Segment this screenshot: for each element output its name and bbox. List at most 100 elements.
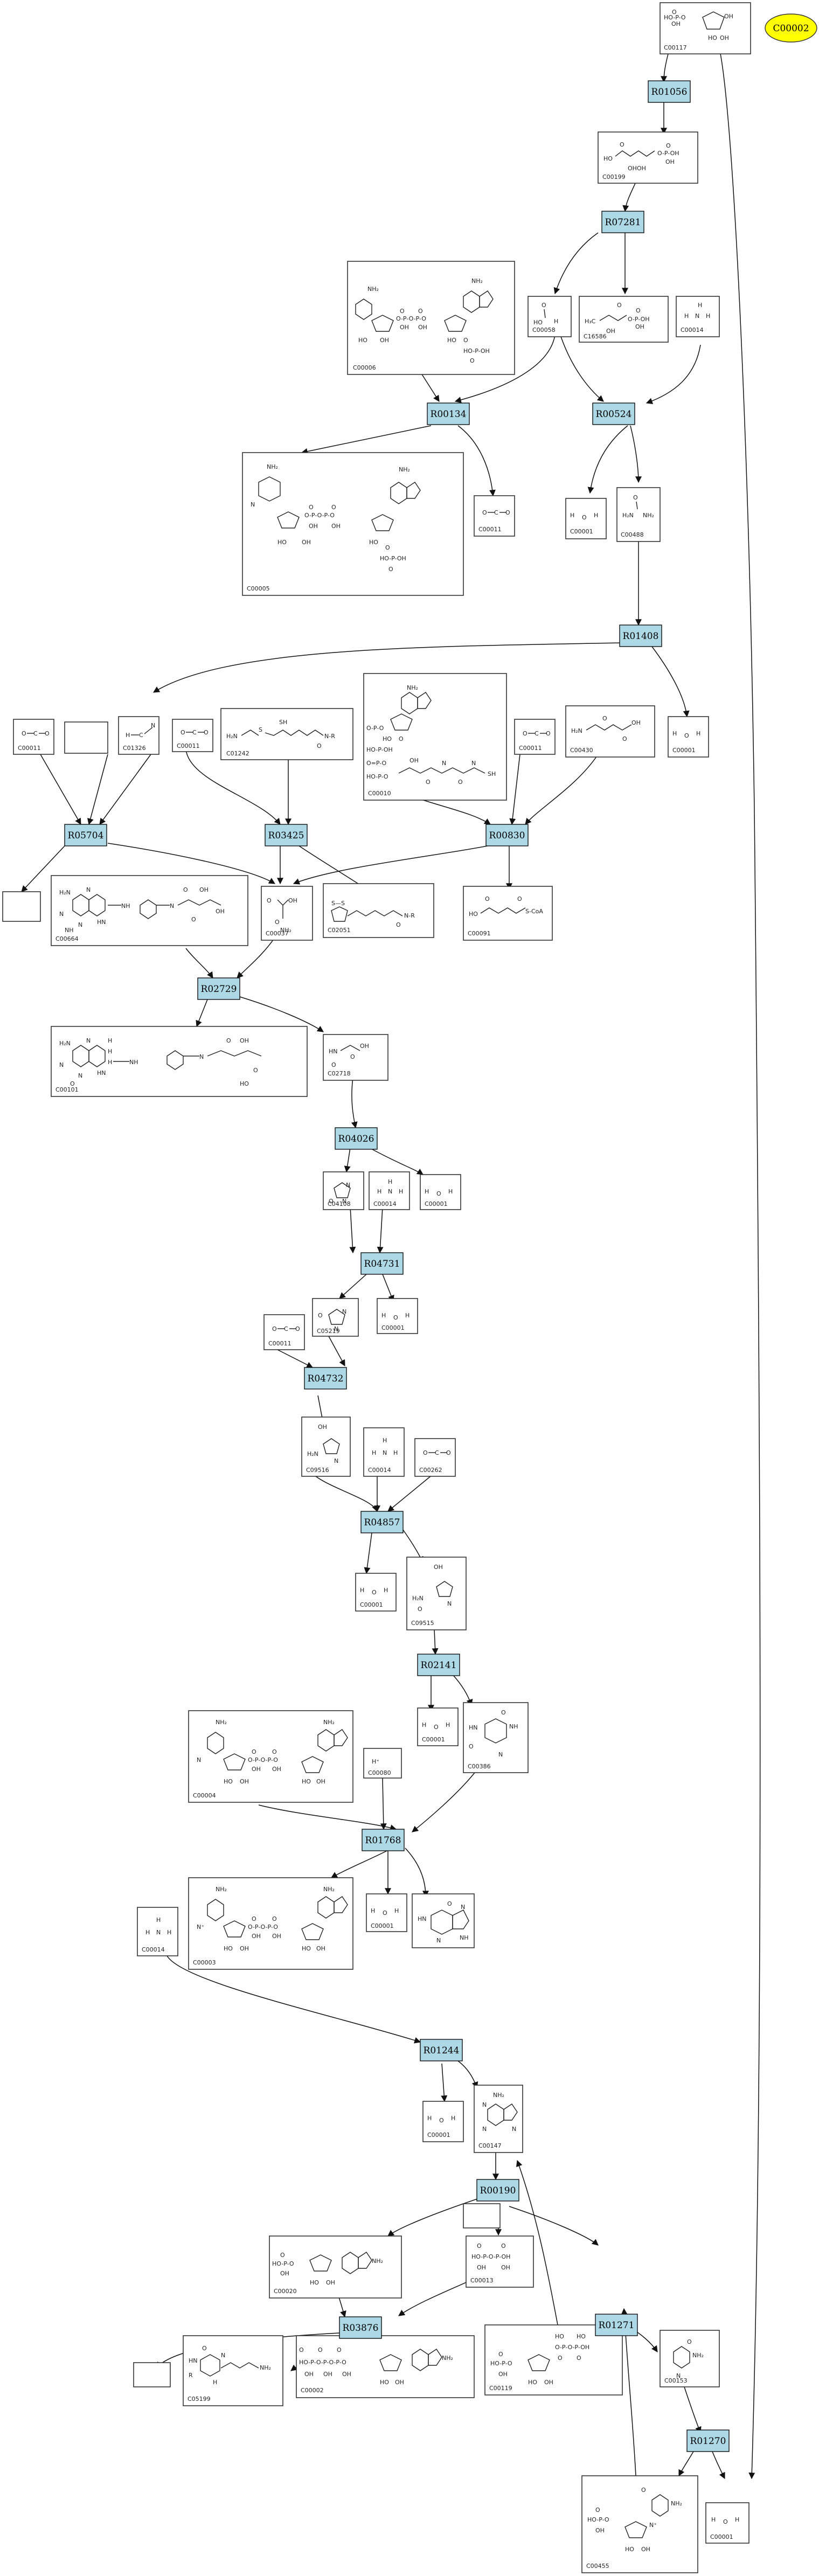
reaction-r01768[interactable]: R01768 (362, 1829, 405, 1851)
svg-text:N: N (78, 921, 82, 928)
svg-text:N: N (482, 2101, 487, 2108)
svg-text:H: H (425, 1188, 429, 1195)
compound-c00001[interactable]: H O H C00001 (417, 1707, 459, 1746)
compound-c05219[interactable]: O N N C05219 (312, 1298, 359, 1337)
reaction-r00134[interactable]: R00134 (427, 402, 470, 425)
reaction-r01408[interactable]: R01408 (619, 624, 662, 647)
compound-c00091[interactable]: HO O O S-CoA C00091 (463, 886, 553, 941)
reaction-r05704[interactable]: R05704 (64, 824, 107, 846)
compound-c00011[interactable]: O C O C00011 (263, 1314, 305, 1350)
svg-text:N: N (334, 1457, 338, 1464)
compound-c00001[interactable]: H O H C00001 (420, 1174, 461, 1210)
compound-c09515[interactable]: OH H₂N O N C09515 (406, 1557, 467, 1630)
svg-text:O: O (477, 2242, 482, 2249)
compound-c00014[interactable]: H H N H C00014 (137, 1907, 178, 1956)
compound-c00005[interactable]: NH₂ N HO OH O-P-O-P-O O O OH OH NH₂ HO O… (242, 452, 464, 596)
reaction-r01271[interactable]: R01271 (595, 2314, 638, 2336)
compound-c00004[interactable]: NH₂ N O-P-O-P-O O O OH OH NH₂ HO OH HO O… (188, 1710, 353, 1803)
svg-text:OH: OH (628, 165, 637, 172)
compound-c00080[interactable]: H⁺ C00080 (363, 1748, 402, 1779)
compound-c00386[interactable]: O HN NH O N C00386 (463, 1702, 529, 1773)
empty-compound-box[interactable] (2, 891, 41, 922)
compound-c00262[interactable]: O C O C00262 (414, 1438, 456, 1477)
compound-c00199[interactable]: HO O OH OH O-P-OH O OH C00199 (598, 131, 698, 184)
compound-c00003[interactable]: NH₂ N⁺ O-P-O-P-O O O OH OH NH₂ HO OH HO … (188, 1877, 353, 1970)
svg-text:OH: OH (606, 328, 615, 335)
compound-c00001[interactable]: H O H C00001 (366, 1893, 407, 1932)
compound-c00001[interactable]: H O H C00001 (377, 1298, 418, 1334)
compound-c00001[interactable]: H O H C00001 (705, 2502, 749, 2544)
svg-text:OH: OH (252, 1933, 261, 1940)
compound-c00001[interactable]: H O H C00001 (422, 2101, 464, 2142)
compound-c00117[interactable]: HO-P-O O OH OH HO OH C00117 (660, 2, 751, 54)
compound-c00013[interactable]: O O HO-P-O-P-OH OH OH C00013 (466, 2235, 534, 2288)
reaction-r04731[interactable]: R04731 (360, 1252, 404, 1275)
start-compound-c00002[interactable]: C00002 (765, 13, 817, 43)
svg-text:O: O (426, 779, 431, 786)
compound-c00455[interactable]: O NH₂ HO-P-O O OH N⁺ HO OH C00455 (581, 2475, 698, 2573)
reaction-r04732[interactable]: R04732 (304, 1367, 347, 1390)
compound-c09516[interactable]: OH H₂N N C09516 (301, 1417, 351, 1477)
compound-c05199[interactable]: O HN N R H NH₂ C05199 (183, 2335, 283, 2406)
compound-id: C00386 (468, 1763, 491, 1770)
reaction-r07281[interactable]: R07281 (601, 211, 644, 233)
reaction-r02729[interactable]: R02729 (197, 977, 240, 1000)
compound-c00011[interactable]: O C O C00011 (474, 495, 515, 537)
compound-c00014[interactable]: H H N H C00014 (369, 1171, 410, 1210)
compound-c00037[interactable]: O OH O NH₂ C00037 (261, 886, 313, 941)
reaction-r00830[interactable]: R00830 (485, 824, 529, 846)
compound-purine[interactable]: O HN N N NH (412, 1893, 475, 1948)
compound-id: C02051 (328, 927, 351, 934)
compound-c01242[interactable]: H₂N S SH N-R O C01242 (220, 708, 353, 760)
empty-compound-box[interactable] (463, 2203, 501, 2228)
reaction-r01270[interactable]: R01270 (686, 2429, 730, 2452)
svg-text:H₂N: H₂N (59, 1040, 71, 1047)
compound-c00020[interactable]: HO-P-O O OH HO OH NH₂ C00020 (269, 2235, 402, 2299)
compound-c00011[interactable]: O C O C00011 (13, 719, 54, 755)
compound-c02718[interactable]: HN OH O O C02718 (323, 1034, 388, 1081)
compound-c00488[interactable]: O H₂N NH₂ C00488 (616, 487, 661, 542)
reaction-r03425[interactable]: R03425 (265, 824, 308, 846)
compound-c00664[interactable]: H₂N N N NH N HN NH N O OH OH O C00664 (51, 875, 248, 946)
compound-c00001[interactable]: H O H C00001 (355, 1573, 397, 1612)
edge (87, 754, 108, 825)
svg-text:R00190: R00190 (480, 2185, 516, 2196)
compound-c00119[interactable]: HO HO O-P-O-P-OH O O HO-P-O O OH HO OH C… (484, 2324, 623, 2396)
svg-text:R00830: R00830 (489, 830, 525, 841)
empty-compound-box[interactable] (133, 2362, 171, 2387)
reaction-r02141[interactable]: R02141 (417, 1654, 460, 1676)
compound-id: C05199 (188, 2396, 211, 2403)
compound-id: C00488 (621, 531, 644, 538)
compound-c00014[interactable]: H H N H C00014 (363, 1427, 405, 1477)
reaction-r04857[interactable]: R04857 (360, 1511, 404, 1533)
compound-c00014[interactable]: H H N H C00014 (676, 296, 720, 337)
compound-c00011[interactable]: O C O C00011 (514, 719, 556, 755)
reaction-r01244[interactable]: R01244 (420, 2039, 463, 2061)
svg-text:C: C (139, 732, 143, 739)
reaction-r03876[interactable]: R03876 (339, 2316, 382, 2339)
reaction-r00190[interactable]: R00190 (476, 2179, 519, 2202)
svg-text:S-CoA: S-CoA (525, 908, 543, 915)
compound-c02051[interactable]: S—S N-R O C02051 (323, 883, 434, 938)
compound-c00153[interactable]: O NH₂ N C00153 (660, 2330, 720, 2387)
reaction-r00524[interactable]: R00524 (592, 402, 635, 425)
reaction-r04026[interactable]: R04026 (335, 1127, 378, 1150)
compound-c00147[interactable]: NH₂ N N N C00147 (474, 2085, 523, 2153)
compound-c04108[interactable]: N O N C04108 (323, 1171, 364, 1210)
compound-c00001[interactable]: H O H C00001 (668, 716, 709, 758)
svg-text:O: O (226, 1037, 231, 1044)
svg-text:NH₂: NH₂ (280, 927, 291, 934)
compound-c00001[interactable]: H O H C00001 (565, 498, 607, 539)
svg-text:H: H (372, 1449, 376, 1456)
compound-c00011[interactable]: O C O C00011 (172, 719, 213, 752)
empty-compound-box[interactable] (64, 721, 108, 754)
compound-c00101[interactable]: H₂N N N N HN H H H O NH N O OH O H (51, 1026, 308, 1097)
compound-c00058[interactable]: O HO H C00058 (528, 296, 572, 337)
compound-c00430[interactable]: H₂N O OH O C00430 (565, 705, 655, 758)
reaction-r01056[interactable]: R01056 (648, 80, 691, 103)
compound-c01326[interactable]: H C N C01326 (118, 716, 159, 755)
compound-c16586[interactable]: O H₃C O-P-OH O OH OH C16586 (579, 296, 669, 343)
compound-c00006[interactable]: NH₂ HO OH O-P-O-P-O O O OH OH NH₂ HO O H… (347, 261, 515, 375)
compound-c00010[interactable]: NH₂ O-P-O HO O HO-P-OH O=P-O HO-P-O OH N… (363, 673, 507, 801)
compound-c00002[interactable]: O O O HO-P-O-P-O-P-O OH OH OH HO OH NH₂ … (296, 2335, 475, 2398)
